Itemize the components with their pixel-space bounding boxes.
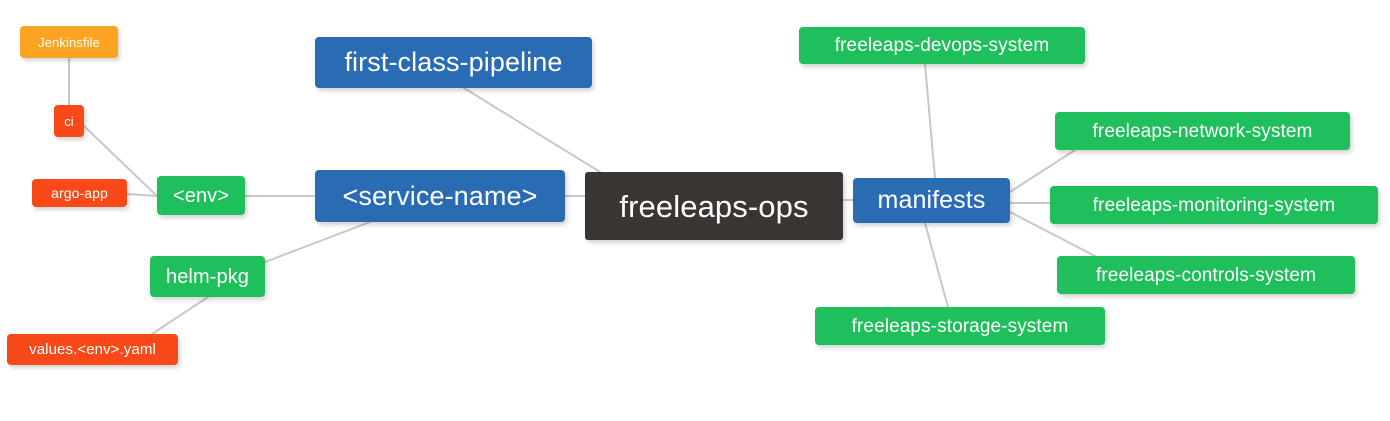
- mindmap-node-first-class-pipeline[interactable]: first-class-pipeline: [315, 37, 592, 88]
- mindmap-node-freeleaps-controls-system[interactable]: freeleaps-controls-system: [1057, 256, 1355, 294]
- mindmap-node-freeleaps-network-system[interactable]: freeleaps-network-system: [1055, 112, 1350, 150]
- mindmap-node-env[interactable]: <env>: [157, 176, 245, 215]
- mindmap-node-ci[interactable]: ci: [54, 105, 84, 137]
- mindmap-node-freeleaps-devops-system[interactable]: freeleaps-devops-system: [799, 27, 1085, 64]
- mindmap-node-freeleaps-storage-system[interactable]: freeleaps-storage-system: [815, 307, 1105, 345]
- mindmap-node-helm-pkg[interactable]: helm-pkg: [150, 256, 265, 297]
- mindmap-node-jenkinsfile[interactable]: Jenkinsfile: [20, 26, 118, 58]
- mindmap-node-argo-app[interactable]: argo-app: [32, 179, 127, 207]
- edge-helm-pkg-to-service-name: [264, 221, 371, 263]
- mindmap-node-freeleaps-monitoring-system[interactable]: freeleaps-monitoring-system: [1050, 186, 1378, 224]
- mindmap-node-freeleaps-ops[interactable]: freeleaps-ops: [585, 172, 843, 240]
- edge-values-yaml-to-helm-pkg: [151, 296, 209, 335]
- edge-manifests-to-freeleaps-devops-system: [924, 63, 936, 179]
- edge-argo-app-to-env: [126, 193, 158, 197]
- edge-first-class-pipeline-to-freeleaps-ops: [463, 87, 601, 173]
- mindmap-node-manifests[interactable]: manifests: [853, 178, 1010, 223]
- mindmap-node-service-name[interactable]: <service-name>: [315, 170, 565, 222]
- mindmap-node-values-yaml[interactable]: values.<env>.yaml: [7, 334, 178, 365]
- edge-manifests-to-freeleaps-storage-system: [924, 222, 949, 308]
